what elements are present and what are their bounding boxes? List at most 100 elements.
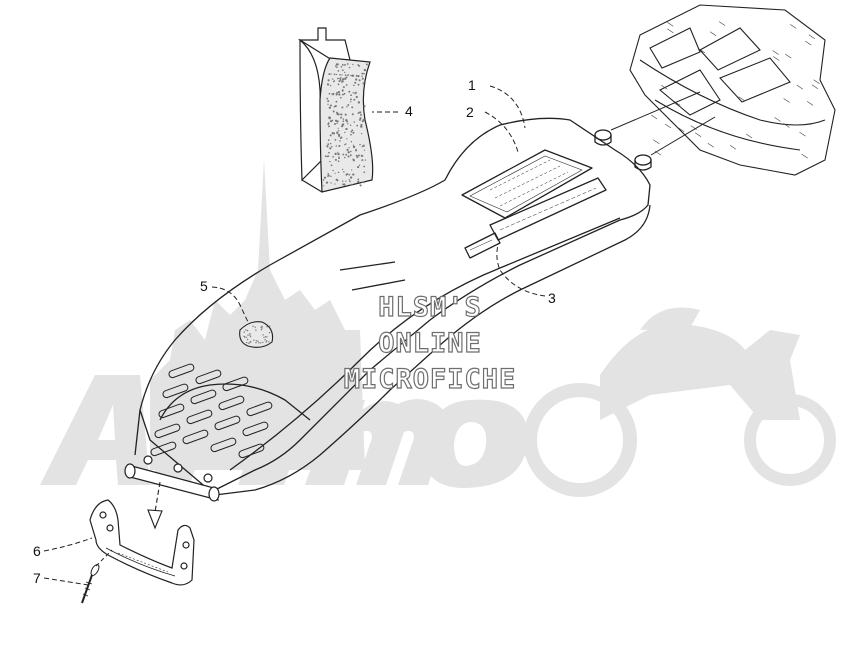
foam-dot xyxy=(351,74,355,77)
foam-dot xyxy=(329,104,332,107)
foam-block-dot xyxy=(254,326,256,328)
foam-dot xyxy=(344,77,347,80)
foam-pad-texture xyxy=(322,63,368,187)
foam-dot xyxy=(361,145,364,148)
foam-dot xyxy=(355,78,358,81)
vent-hole xyxy=(242,421,269,437)
foam-dot xyxy=(350,98,352,101)
vent-hole xyxy=(218,395,245,411)
foam-dot xyxy=(352,63,354,66)
foam-dot xyxy=(358,79,361,82)
foam-dot xyxy=(324,155,327,157)
foam-block-dot xyxy=(255,329,257,331)
foam-dot xyxy=(331,78,334,80)
vent-hole xyxy=(158,403,185,419)
foam-block xyxy=(239,321,274,348)
foam-block-dot xyxy=(266,326,268,328)
foam-block-dot xyxy=(261,325,263,328)
foam-dot xyxy=(335,65,337,67)
foam-dot xyxy=(337,77,339,80)
foam-dot xyxy=(346,173,349,175)
foam-block-dot xyxy=(262,334,264,336)
foam-dot xyxy=(349,176,353,179)
foam-dot xyxy=(355,154,358,157)
engine-hatch-stroke xyxy=(772,50,779,55)
foam-dot xyxy=(343,171,345,173)
engine-hatch-stroke xyxy=(799,131,806,137)
engine-hatch-stroke xyxy=(661,84,668,90)
foam-block-texture xyxy=(243,325,271,344)
foam-dot xyxy=(350,183,353,186)
foam-dot xyxy=(337,70,340,72)
foam-dot xyxy=(341,89,344,92)
foam-dot xyxy=(341,69,344,72)
foam-dot xyxy=(328,151,330,154)
pan-slot-2 xyxy=(351,279,406,291)
foam-dot xyxy=(345,180,347,182)
foam-dot xyxy=(339,77,341,80)
watermark-letter-m xyxy=(305,399,448,485)
pan-rear-studs xyxy=(594,129,652,171)
foam-block-dot xyxy=(266,340,268,342)
foam-dot xyxy=(357,64,360,66)
pan-outline-lower xyxy=(139,204,651,496)
vent-hole xyxy=(214,415,241,431)
foam-dot xyxy=(329,142,332,145)
foam-dot xyxy=(336,91,338,94)
foam-dot xyxy=(353,98,356,101)
skid-plate-pan xyxy=(134,117,652,496)
foam-dot xyxy=(329,147,332,150)
foam-dot xyxy=(339,137,342,140)
foam-dot xyxy=(338,130,340,132)
vent-hole xyxy=(222,376,249,392)
engine-hatch-stroke xyxy=(667,21,674,27)
foam-dot xyxy=(361,75,363,78)
leader-7 xyxy=(43,577,89,586)
leader-5 xyxy=(211,286,249,323)
foam-dot xyxy=(326,145,329,148)
foam-dot xyxy=(338,156,340,158)
watermark-logo xyxy=(40,160,836,497)
foam-dot xyxy=(339,140,341,142)
foam-dot xyxy=(332,169,334,172)
foam-block-dot xyxy=(266,336,268,338)
foam-dot xyxy=(344,71,346,74)
foam-dot xyxy=(341,180,344,182)
engine-hatch-stroke xyxy=(745,133,753,139)
foam-dot xyxy=(332,155,334,158)
foam-block-dot xyxy=(262,341,264,344)
foam-dot xyxy=(363,68,367,72)
foam-block-dot xyxy=(260,326,262,328)
foam-block-dot xyxy=(263,336,265,339)
engine-hatch-stroke xyxy=(806,101,814,106)
foam-dot xyxy=(330,175,332,178)
foam-dot xyxy=(325,181,329,184)
pan-inner-ridge xyxy=(229,217,621,471)
foam-dot xyxy=(345,153,348,156)
foam-dot xyxy=(337,151,339,154)
foam-dot xyxy=(344,143,346,146)
engine-hatch-stroke xyxy=(729,145,737,150)
foam-dot xyxy=(341,125,344,128)
foam-dot xyxy=(327,155,330,157)
watermark-letter-r xyxy=(150,400,240,485)
foam-dot xyxy=(329,160,331,163)
foam-dot xyxy=(357,101,361,104)
callout-6: 6 xyxy=(33,543,41,559)
foam-dot xyxy=(357,112,360,115)
foam-dot xyxy=(330,164,333,167)
vent-hole xyxy=(238,443,265,459)
foam-dot xyxy=(350,140,353,143)
foam-block-dot xyxy=(269,325,271,327)
engine-hatch-stroke xyxy=(801,153,808,159)
foam-dot xyxy=(336,122,338,125)
foam-dot xyxy=(347,74,350,76)
watermark-line-2: ONLINE xyxy=(378,327,482,359)
foam-dot xyxy=(354,92,357,95)
foam-dot xyxy=(361,120,364,123)
foam-dot xyxy=(345,120,349,123)
foam-dot xyxy=(341,63,344,66)
foam-block-dot xyxy=(257,340,259,342)
foam-block-dot xyxy=(265,341,267,343)
